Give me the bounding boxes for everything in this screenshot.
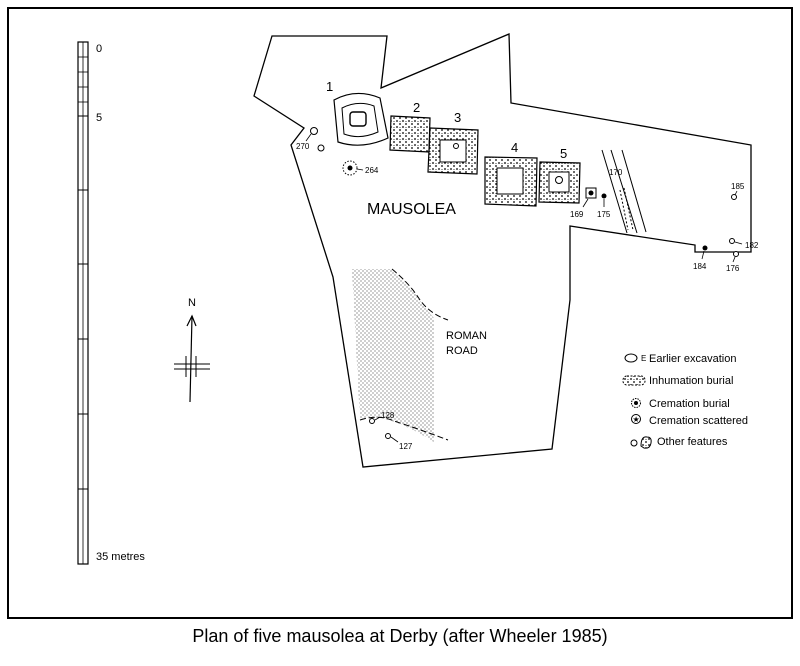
feature-128-label: 128 [381,411,395,420]
feature-264-label: 264 [365,166,379,175]
feature-176-label: 176 [726,264,740,273]
feature-175-label: 175 [597,210,611,219]
feature-175: 175 [597,193,611,219]
feature-182-label: 182 [745,241,759,250]
figure-caption: Plan of five mausolea at Derby (after Wh… [192,626,608,646]
legend-other-label: Other features [657,436,728,448]
feature-184-label: 184 [693,262,707,271]
ditch-lines [601,149,647,234]
legend-other-features: Other features [630,436,728,449]
legend-cremation-scattered: ★ Cremation scattered [631,414,748,427]
mausoleum-4: 4 [484,140,538,207]
north-arrow: N [174,297,210,403]
feature-270-label: 270 [296,142,310,151]
mausolea-label: MAUSOLEA [367,201,456,218]
roman-road-label-2: ROAD [446,345,478,357]
legend-cremation-label: Cremation burial [649,398,730,410]
feature-176: 176 [726,251,740,273]
scale-label-5: 5 [96,112,102,124]
legend-inhumation-burial: Inhumation burial [622,375,733,387]
scale-label-0: 0 [96,43,102,55]
feature-182: 182 [729,238,759,250]
feature-169-label: 169 [570,210,584,219]
feature-128: 128 [369,411,395,424]
feature-169: 169 [570,187,597,219]
feature-170-label: 170 [609,168,623,177]
north-label: N [188,297,196,309]
roman-road-label-1: ROMAN [446,330,487,342]
mausoleum-3-label: 3 [454,110,461,125]
legend-cremation-burial: Cremation burial [631,398,730,410]
feature-185: 185 [731,182,745,200]
scale-label-35: 35 metres [96,551,145,563]
mausoleum-2: 2 [389,100,431,153]
legend: E Earlier excavation Inhumation burial C… [622,353,748,449]
feature-270: 270 [296,127,318,151]
scale-bar: 0 5 35 metres [77,41,145,565]
roman-road-area [352,269,434,442]
mausoleum-1: 1 [326,79,389,146]
feature-small-circle [317,144,325,152]
star-icon: ★ [633,415,640,424]
feature-127-label: 127 [399,442,413,451]
feature-127: 127 [385,433,413,451]
mausoleum-2-label: 2 [413,100,420,115]
roman-road-edge-north [391,268,449,321]
site-outline [253,33,752,468]
legend-earlier-label: Earlier excavation [649,353,736,365]
legend-earlier-mark: E [641,354,646,363]
legend-cremation-scattered-label: Cremation scattered [649,415,748,427]
feature-184: 184 [693,245,708,271]
feature-185-label: 185 [731,182,745,191]
mausoleum-5: 5 [538,146,581,204]
legend-inhumation-label: Inhumation burial [649,375,733,387]
mausoleum-4-label: 4 [511,140,518,155]
mausoleum-3: 3 [427,110,479,175]
roman-road-edge-south [359,416,449,441]
mausoleum-5-label: 5 [560,146,567,161]
legend-earlier-excavation: E Earlier excavation [624,353,736,365]
feature-264: 264 [342,160,379,176]
mausoleum-1-label: 1 [326,79,333,94]
